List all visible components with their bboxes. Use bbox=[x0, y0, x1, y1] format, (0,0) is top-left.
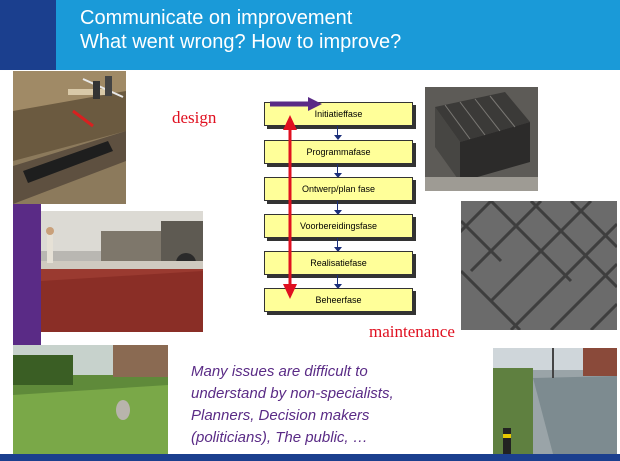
caption-text: Many issues are difficult to understand … bbox=[191, 361, 461, 449]
connector-arrow-icon bbox=[334, 210, 342, 215]
phase-connector bbox=[337, 126, 338, 136]
phase-connector bbox=[337, 164, 338, 174]
connector-arrow-icon bbox=[334, 247, 342, 252]
caption-line-4: (politicians), The public, … bbox=[191, 429, 368, 446]
red-double-arrow-icon bbox=[283, 115, 297, 299]
photo-stacked-crates bbox=[425, 87, 538, 191]
slide-title: Communicate on improvement What went wro… bbox=[80, 6, 401, 54]
title-line-2: What went wrong? How to improve? bbox=[80, 31, 402, 53]
photo-grass-field bbox=[13, 345, 168, 454]
phase-connector bbox=[337, 201, 338, 211]
maintenance-label: maintenance bbox=[369, 322, 455, 341]
connector-arrow-icon bbox=[334, 135, 342, 140]
photo-brick-pavement bbox=[461, 201, 617, 330]
phase-connector bbox=[337, 275, 338, 285]
purple-accent-band bbox=[13, 196, 41, 366]
caption-line-1: Many issues are difficult to bbox=[191, 363, 368, 380]
bottom-bar bbox=[0, 454, 620, 461]
caption-line-2: understand by non-specialists, bbox=[191, 385, 394, 402]
design-label: design bbox=[172, 108, 217, 127]
slide-header bbox=[0, 0, 620, 70]
connector-arrow-icon bbox=[334, 284, 342, 289]
purple-arrow-icon bbox=[270, 97, 322, 111]
caption-line-3: Planners, Decision makers bbox=[191, 407, 370, 424]
connector-arrow-icon bbox=[334, 173, 342, 178]
title-line-1: Communicate on improvement bbox=[80, 7, 353, 29]
photo-excavation-trench bbox=[13, 71, 126, 204]
header-accent-block bbox=[0, 0, 56, 70]
photo-flooded-street bbox=[493, 348, 617, 454]
photo-wet-paving-site bbox=[41, 211, 203, 332]
phase-connector bbox=[337, 238, 338, 248]
